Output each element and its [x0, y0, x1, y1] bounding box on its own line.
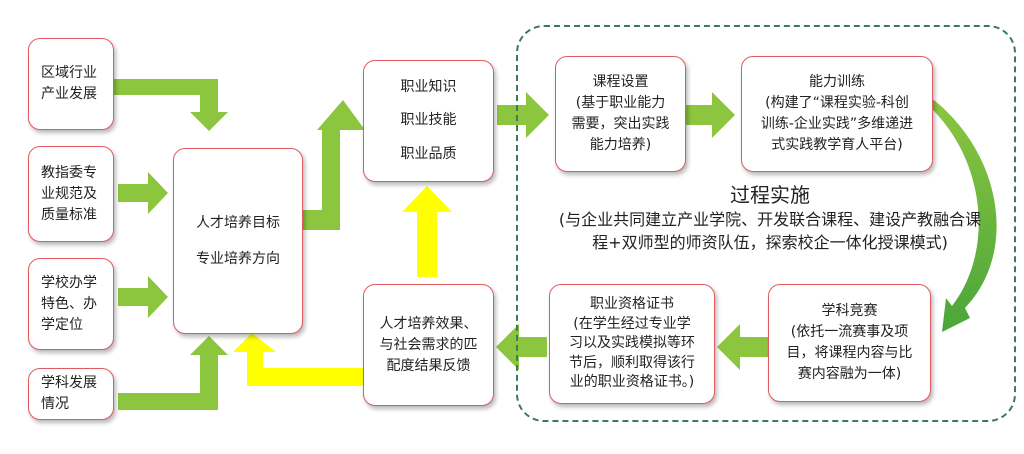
competition-box: 学科竞赛 (依托一流赛事及项 目，将课程内容与比 赛内容融为一体): [768, 284, 931, 402]
arrow-regional-to-goal: [113, 79, 228, 131]
training-goal-label: 人才培养目标: [196, 214, 280, 231]
competency-quality: 职业品质: [400, 145, 457, 162]
curriculum-desc: (基于职业能力 需要，突出实践 能力培养): [571, 95, 670, 153]
process-title-block: 过程实施 (与企业共同建立产业学院、开发联合课程、建设产教融合课 程+双师型的师…: [540, 182, 1000, 254]
curriculum-title: 课程设置: [592, 74, 649, 90]
feedback-label: 人才培养效果、 与社会需求的匹 配度结果反馈: [379, 315, 478, 374]
arrow-competencies-to-curriculum: [497, 92, 549, 138]
competencies-box: 职业知识 职业技能 职业品质: [363, 60, 494, 182]
process-subtitle: (与企业共同建立产业学院、开发联合课程、建设产教融合课 程+双师型的师资队伍，探…: [558, 210, 982, 253]
input-school-positioning: 学校办学 特色、办 学定位: [28, 258, 114, 350]
certificate-box: 职业资格证书 (在学生经过专业学 习以及实践模拟等环 节后，顺利取得该行 业的职…: [549, 284, 715, 404]
ability-training-title: 能力训练: [809, 74, 865, 90]
input-regional-industry: 区域行业 产业发展: [28, 38, 114, 130]
arrow-ministry-to-goal: [118, 172, 168, 214]
certificate-title: 职业资格证书: [590, 296, 674, 313]
arrow-feedback-to-goal: [233, 333, 363, 386]
competition-title: 学科竞赛: [821, 303, 878, 319]
arrow-certificate-to-feedback: [496, 324, 547, 370]
input-discipline-status: 学科发展 情况: [28, 368, 114, 420]
input-discipline-status-label: 学科发展 情况: [41, 375, 97, 412]
competency-skills: 职业技能: [400, 112, 457, 129]
arrow-school-to-goal: [118, 276, 168, 318]
process-title: 过程实施: [730, 183, 810, 207]
curriculum-box: 课程设置 (基于职业能力 需要，突出实践 能力培养): [555, 56, 686, 172]
process-zone: [516, 25, 1016, 422]
input-ministry-standards: 教指委专 业规范及 质量标准: [28, 146, 114, 242]
ability-training-box: 能力训练 (构建了“课程实验-科创 训练-企业实践”多维递进 式实践教学育人平台…: [741, 56, 933, 172]
training-goal-box: 人才培养目标 专业培养方向: [173, 148, 303, 334]
input-school-positioning-label: 学校办学 特色、办 学定位: [41, 274, 97, 333]
arrow-ability-to-competition: [930, 97, 997, 332]
arrow-goal-to-competencies: [303, 100, 365, 230]
arrow-discipline-to-goal: [118, 336, 228, 410]
feedback-box: 人才培养效果、 与社会需求的匹 配度结果反馈: [363, 284, 494, 406]
competency-knowledge: 职业知识: [400, 78, 457, 95]
input-regional-industry-label: 区域行业 产业发展: [41, 65, 97, 102]
competition-desc: (依托一流赛事及项 目，将课程内容与比 赛内容融为一体): [786, 324, 913, 382]
arrow-curriculum-to-ability: [686, 92, 735, 138]
training-direction-label: 专业培养方向: [196, 251, 280, 267]
certificate-desc: (在学生经过专业学 习以及实践模拟等环 节后，顺利取得该行 业的职业资格证书。): [569, 315, 695, 391]
arrow-feedback-to-competencies: [402, 186, 452, 277]
ability-training-desc: (构建了“课程实验-科创 训练-企业实践”多维递进 式实践教学育人平台): [760, 95, 914, 153]
arrow-competition-to-certificate: [717, 324, 768, 370]
input-ministry-standards-label: 教指委专 业规范及 质量标准: [41, 164, 97, 223]
